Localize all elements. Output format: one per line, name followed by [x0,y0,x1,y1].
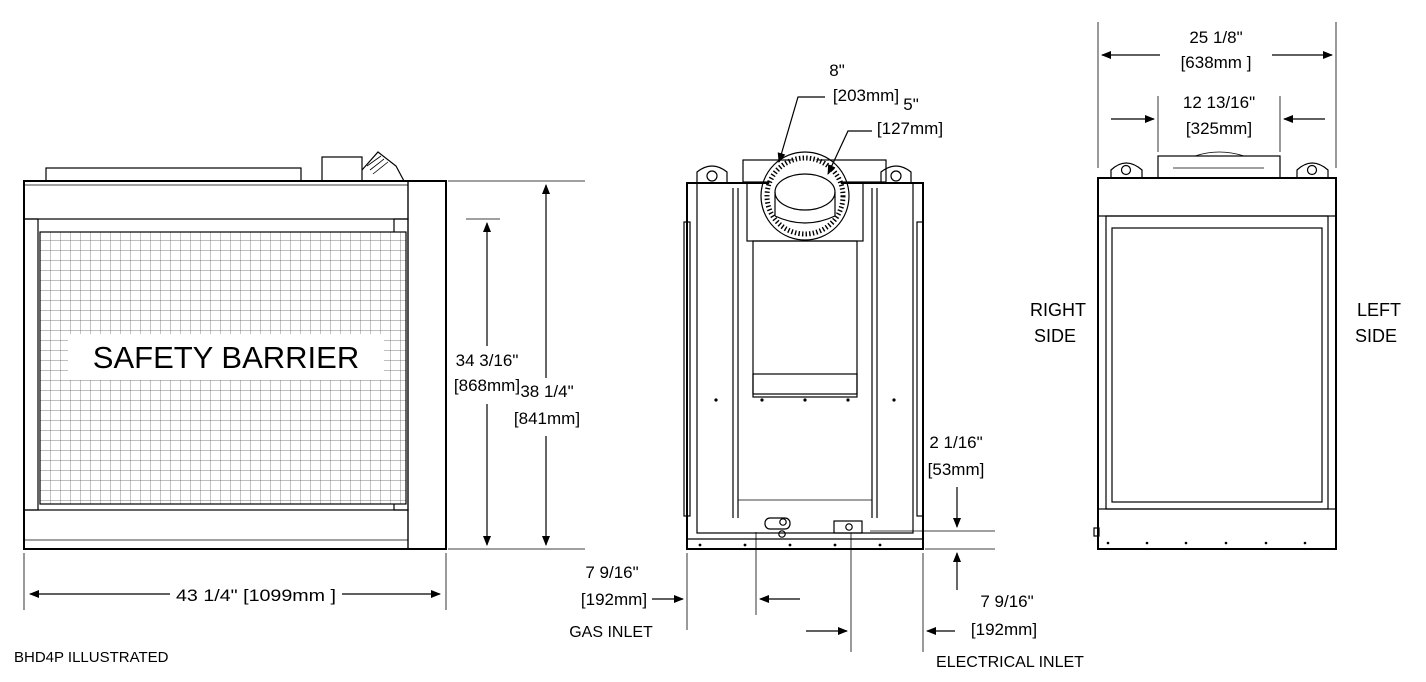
flue-outer-in: 8" [829,61,845,80]
front-total-height-mm: [841mm] [514,409,580,428]
collar-width-in: 12 13/16" [1183,93,1255,112]
rear-body-outline [686,182,924,550]
front-top-cover [45,167,302,182]
collar-width-mm: [325mm] [1186,119,1252,138]
front-vent-hatching [366,155,389,175]
front-bottom-band [23,509,409,550]
front-opening-height-in: 34 3/16" [456,351,519,370]
side-width-mm: [638mm ] [1181,53,1252,72]
front-opening-height-mm: [868mm] [454,376,520,395]
front-width-dimension: 43 1/4" [1099mm ] [176,586,336,605]
gas-inlet-slot [764,517,791,530]
rear-inner-frame [696,182,914,534]
gas-inlet-label: GAS INLET [569,624,653,641]
gas-offset-in: 7 9/16" [585,563,638,582]
side-collar-ridge [1194,151,1245,157]
electrical-inlet [833,520,863,534]
electrical-inlet-label: ELECTRICAL INLET [936,654,1084,671]
side-lug-left [1110,162,1143,178]
front-left-post [23,218,39,511]
safety-barrier-label: SAFETY BARRIER [93,340,359,375]
front-vent-cap [361,151,405,182]
rear-bolts [698,398,896,547]
figure-caption: BHD4P ILLUSTRATED [14,649,169,666]
right-side-label-1: RIGHT [1030,300,1086,320]
rear-lug-right-hole [890,170,902,182]
rear-center-slot [752,373,858,395]
left-side-label-2: SIDE [1355,326,1397,346]
rear-lug-left [696,165,728,183]
front-header-band [23,180,409,220]
front-total-height-in: 38 1/4" [520,382,573,401]
rear-lug-left-hole [706,170,718,182]
rear-flue-outer-ring [764,155,846,237]
gas-offset-mm: [192mm] [581,590,647,609]
rear-rail-left [683,221,691,517]
right-side-label-2: SIDE [1034,326,1076,346]
side-view: 25 1/8" [638mm ] 12 13/16" [325mm] RIGHT… [1030,22,1401,550]
elec-offset-mm: [192mm] [971,620,1037,639]
flue-inner-in: 5" [903,95,919,114]
front-view: SAFETY BARRIER 43 1/4" [1099mm ] 34 3/16… [23,151,585,610]
side-glass [1111,227,1323,503]
flue-outer-leader [777,96,825,163]
inlet-height-in: 2 1/16" [929,433,982,452]
flue-outer-mm: [203mm] [833,86,899,105]
rear-view: 8" [203mm] 5" [127mm] 2 1/16" [53mm] 7 9… [569,61,1084,671]
rear-center-panel [752,240,858,398]
left-side-label-1: LEFT [1357,300,1401,320]
front-vent-box [321,156,363,182]
rear-flue-flange [760,151,850,241]
inlet-height-mm: [53mm] [928,460,985,479]
side-collar [1157,155,1281,179]
side-body-outline [1097,177,1337,550]
side-width-in: 25 1/8" [1189,28,1242,47]
side-lug-right [1296,162,1329,178]
rear-lug-right [880,165,912,183]
gas-inlet-fitting [779,518,787,526]
side-bottom-band [1097,508,1337,550]
safety-barrier-label-bg [68,334,384,380]
elec-offset-in: 7 9/16" [980,592,1033,611]
side-bolts [1106,541,1307,545]
flue-inner-leader [827,130,872,175]
side-panel-frame [1105,215,1329,510]
flue-inner-mm: [127mm] [877,119,943,138]
rear-rail-right [916,221,924,517]
side-header-band [1097,177,1337,217]
